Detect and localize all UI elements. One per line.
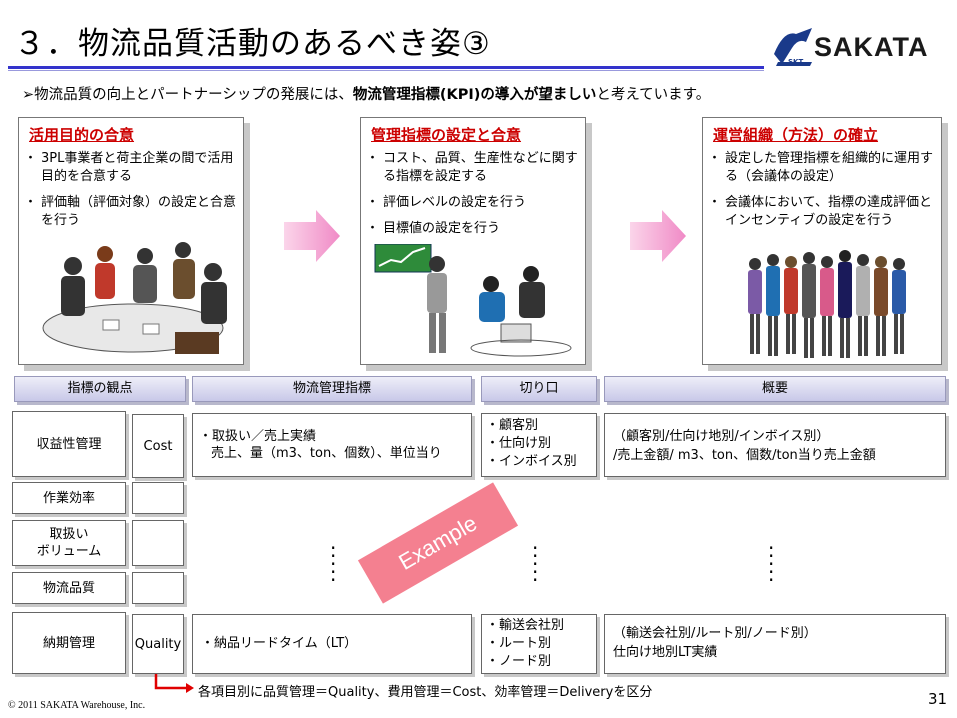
arrow-right-icon — [284, 210, 340, 262]
card-organization: 運営組織（方法）の確立 設定した管理指標を組織的に運用する（会議体の設定） 会議… — [702, 117, 942, 365]
card-purpose: 活用目的の合意 3PL事業者と荷主企業の間で活用目的を合意する 評価軸（評価対象… — [18, 117, 244, 365]
cost-summary-line2: /売上金額/ m3、ton、個数/ton当り売上金額 — [613, 447, 876, 464]
card-list: 設定した管理指標を組織的に運用する（会議体の設定） 会議体において、指標の達成評… — [711, 150, 937, 238]
list-item: 会議体において、指標の達成評価とインセンティブの設定を行う — [711, 194, 937, 230]
card-kpi-setting: 管理指標の設定と合意 コスト、品質、生産性などに関する指標を設定する 評価レベル… — [360, 117, 586, 365]
quality-kpi-text: ・納品リードタイム（LT） — [201, 635, 357, 652]
row-label-quality: 物流品質 — [12, 572, 126, 604]
example-stamp: Example — [358, 482, 518, 603]
quality-kpi-cell: ・納品リードタイム（LT） — [192, 614, 472, 674]
list-item: 3PL事業者と荷主企業の間で活用目的を合意する — [27, 150, 239, 186]
team-illustration — [743, 250, 919, 362]
title-underline — [8, 66, 764, 69]
list-item: ・インボイス別 — [486, 453, 577, 471]
presentation-illustration — [371, 244, 577, 360]
list-item: ・輸送会社別 — [486, 617, 564, 635]
cost-cut-cell: ・顧客別 ・仕向け別 ・インボイス別 — [481, 413, 597, 477]
logo-text: SAKATA — [814, 32, 929, 63]
list-item: ・ルート別 — [486, 635, 564, 653]
card-title: 管理指標の設定と合意 — [371, 124, 521, 145]
cost-summary-cell: （顧客別/仕向け地別/インボイス別） /売上金額/ m3、ton、個数/ton当… — [604, 413, 946, 477]
volume-line2: ボリューム — [37, 543, 102, 560]
list-item: ・ノード別 — [486, 653, 564, 671]
tag-cost: Cost — [132, 414, 184, 478]
tag-empty — [132, 520, 184, 566]
quality-cut-cell: ・輸送会社別 ・ルート別 ・ノード別 — [481, 614, 597, 674]
list-item: ・顧客別 — [486, 417, 577, 435]
title-underline-thin — [8, 70, 764, 71]
list-item: ・仕向け別 — [486, 435, 577, 453]
logo-subtext: SKT — [788, 58, 803, 66]
row-label-efficiency: 作業効率 — [12, 482, 126, 514]
cost-kpi-line1: ・取扱い／売上実績 — [199, 428, 316, 445]
copyright: © 2011 SAKATA Warehouse, Inc. — [8, 700, 145, 711]
arrow-right-icon — [630, 210, 686, 262]
ellipsis-vertical-icon: ····· — [532, 544, 538, 584]
intro-text: ➢物流品質の向上とパートナーシップの発展には、物流管理指標(KPI)の導入が望ま… — [22, 83, 710, 104]
list-item: 設定した管理指標を組織的に運用する（会議体の設定） — [711, 150, 937, 186]
intro-post: と考えています。 — [596, 87, 710, 103]
card-list: 3PL事業者と荷主企業の間で活用目的を合意する 評価軸（評価対象）の設定と合意を… — [27, 150, 239, 238]
cost-cut-list: ・顧客別 ・仕向け別 ・インボイス別 — [486, 417, 577, 471]
intro-pre: 物流品質の向上とパートナーシップの発展には、 — [34, 87, 353, 103]
card-title: 運営組織（方法）の確立 — [713, 124, 878, 145]
quality-summary-line2: 仕向け地別LT実績 — [613, 644, 717, 661]
page-number: 31 — [928, 690, 947, 708]
cost-kpi-line2: 売上、量（m3、ton、個数）、単位当り — [211, 445, 442, 462]
card-list: コスト、品質、生産性などに関する指標を設定する 評価レベルの設定を行う 目標値の… — [369, 150, 581, 246]
ellipsis-vertical-icon: ····· — [768, 544, 774, 584]
example-stamp-text: Example — [394, 510, 481, 575]
cost-summary-line1: （顧客別/仕向け地別/インボイス別） — [613, 428, 829, 445]
cost-kpi-cell: ・取扱い／売上実績 売上、量（m3、ton、個数）、単位当り — [192, 413, 472, 477]
header-perspective: 指標の観点 — [14, 376, 186, 402]
tag-empty — [132, 572, 184, 604]
list-item: 目標値の設定を行う — [369, 220, 581, 238]
quality-summary-cell: （輸送会社別/ルート別/ノード別） 仕向け地別LT実績 — [604, 614, 946, 674]
quality-summary-line1: （輸送会社別/ルート別/ノード別） — [613, 625, 817, 642]
company-logo: SAKATA SKT — [770, 22, 952, 72]
tag-empty — [132, 482, 184, 514]
header-kpi: 物流管理指標 — [192, 376, 472, 402]
row-label-profit: 収益性管理 — [12, 411, 126, 477]
elbow-arrow-icon — [150, 672, 198, 694]
arrow-bullet-icon: ➢ — [22, 87, 34, 103]
classification-note: 各項目別に品質管理＝Quality、費用管理＝Cost、効率管理＝Deliver… — [198, 681, 652, 700]
list-item: 評価レベルの設定を行う — [369, 194, 581, 212]
list-item: コスト、品質、生産性などに関する指標を設定する — [369, 150, 581, 186]
page-title: ３．物流品質活動のあるべき姿③ — [14, 18, 491, 63]
list-item: 評価軸（評価対象）の設定と合意を行う — [27, 194, 239, 230]
quality-cut-list: ・輸送会社別 ・ルート別 ・ノード別 — [486, 617, 564, 671]
intro-bold: 物流管理指標(KPI)の導入が望ましい — [353, 87, 597, 103]
ellipsis-vertical-icon: ····· — [330, 544, 336, 584]
header-cut: 切り口 — [481, 376, 597, 402]
meeting-illustration — [33, 236, 233, 360]
card-title: 活用目的の合意 — [29, 124, 134, 145]
header-summary: 概要 — [604, 376, 946, 402]
tag-quality: Quality — [132, 614, 184, 674]
volume-line1: 取扱い — [49, 526, 88, 543]
row-label-delivery: 納期管理 — [12, 612, 126, 674]
row-label-volume: 取扱い ボリューム — [12, 520, 126, 566]
